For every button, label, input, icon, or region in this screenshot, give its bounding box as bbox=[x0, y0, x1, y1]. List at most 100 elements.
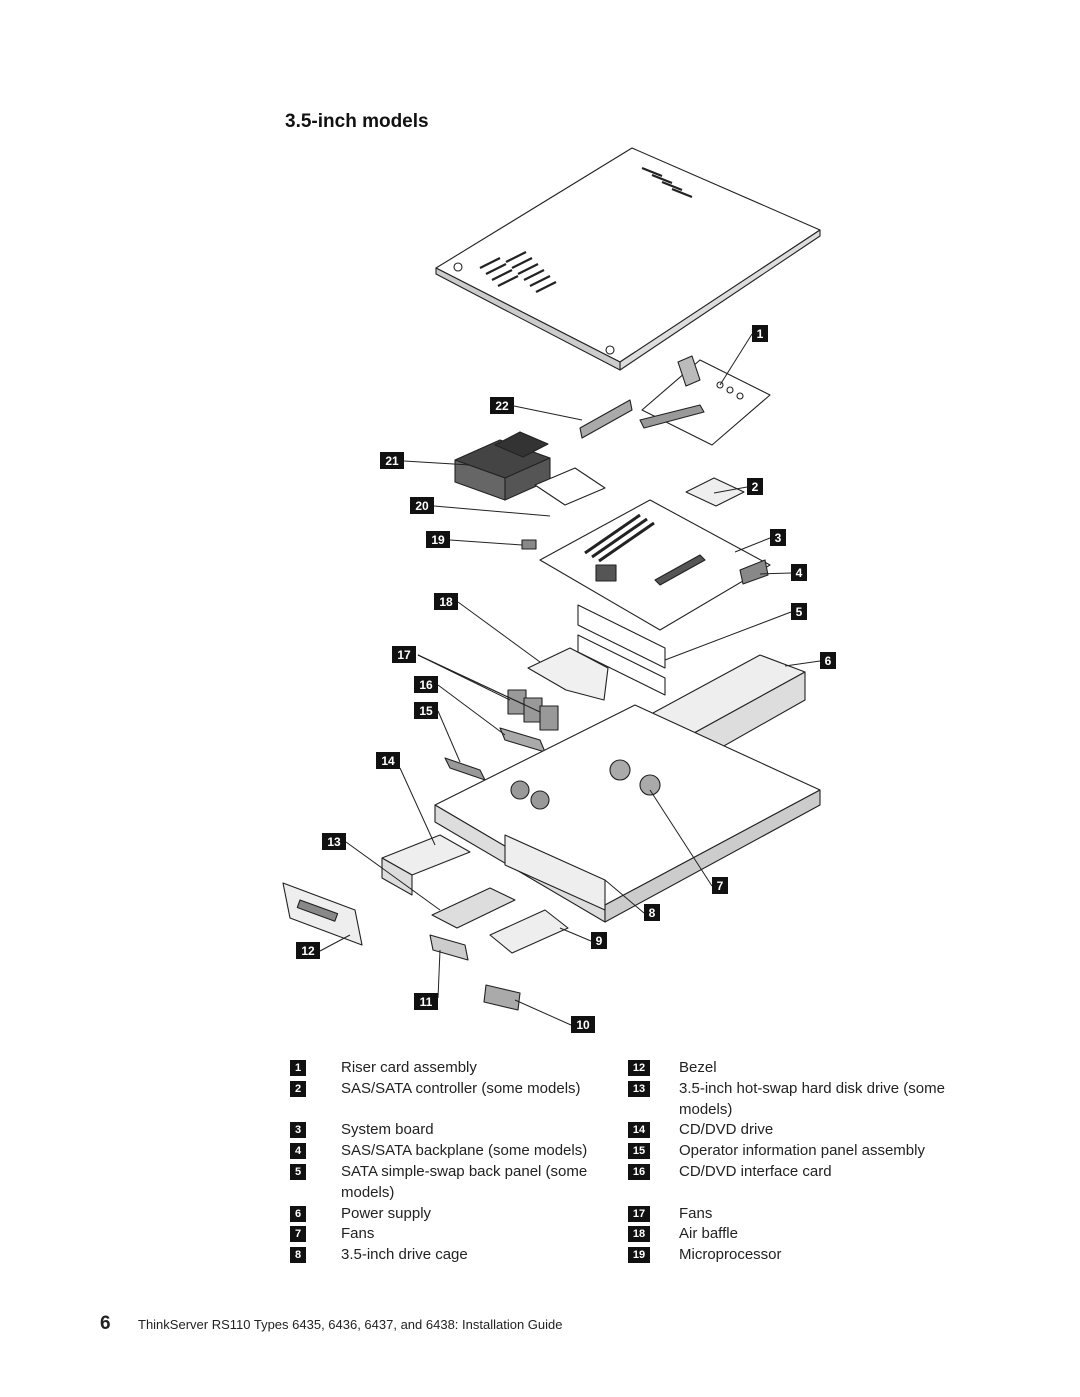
callout-15-label: 15 bbox=[419, 704, 433, 718]
legend-label: Fans bbox=[341, 1225, 375, 1243]
legend-item: 12 Bezel bbox=[628, 1058, 958, 1079]
callout-5 bbox=[791, 603, 807, 620]
callout-8 bbox=[644, 904, 660, 921]
callout-17 bbox=[392, 646, 416, 663]
callout-17-label: 17 bbox=[397, 648, 411, 662]
legend-number: 18 bbox=[628, 1226, 650, 1243]
legend-item: 18 Air baffle bbox=[628, 1224, 958, 1245]
legend-number: 19 bbox=[628, 1247, 650, 1264]
legend-item: 16 CD/DVD interface card bbox=[628, 1162, 958, 1183]
legend-number: 7 bbox=[290, 1226, 306, 1243]
legend-label: Fans bbox=[679, 1204, 713, 1222]
callout-11-label: 11 bbox=[420, 995, 433, 1009]
retention-bracket bbox=[534, 467, 606, 506]
legend-number: 4 bbox=[290, 1143, 306, 1160]
legend-number: 2 bbox=[290, 1080, 306, 1097]
hot-swap-hard-disk-drive bbox=[431, 887, 516, 929]
callout-20-label: 20 bbox=[415, 499, 429, 513]
callout-13-label: 13 bbox=[327, 835, 341, 849]
legend-label: Microprocessor bbox=[679, 1246, 782, 1264]
memory-module bbox=[579, 399, 633, 439]
legend-number: 12 bbox=[628, 1060, 650, 1076]
callout-3-label: 3 bbox=[775, 531, 782, 545]
page-footer: 6 ThinkServer RS110 Types 6435, 6436, 64… bbox=[100, 1313, 562, 1335]
callout-18 bbox=[434, 593, 458, 610]
callout-7 bbox=[712, 877, 728, 894]
operator-panel bbox=[444, 757, 486, 781]
bezel bbox=[282, 882, 363, 946]
callout-8-label: 8 bbox=[649, 906, 656, 920]
legend-column-right: 12 Bezel 13 3.5-inch hot-swap hard disk dr… bbox=[628, 1058, 958, 1266]
callout-18-label: 18 bbox=[439, 595, 453, 609]
callout-6 bbox=[820, 652, 836, 669]
legend-item: 13 3.5-inch hot-swap hard disk drive (som… bbox=[628, 1079, 958, 1121]
callout-19 bbox=[426, 531, 450, 548]
simple-swap-drive bbox=[489, 909, 569, 954]
chassis bbox=[434, 704, 821, 923]
footer-title: ThinkServer RS110 Types 6435, 6436, 6437… bbox=[138, 1317, 563, 1332]
legend-label: 3.5-inch hot-swap hard disk drive (some … bbox=[679, 1079, 945, 1118]
legend-label: CD/DVD interface card bbox=[679, 1162, 832, 1180]
callout-9 bbox=[591, 932, 607, 949]
callout-5-label: 5 bbox=[796, 605, 803, 619]
legend-label: CD/DVD drive bbox=[679, 1121, 774, 1139]
legend-number: 17 bbox=[628, 1205, 650, 1222]
filler-panel bbox=[483, 984, 521, 1011]
controller-card bbox=[685, 477, 745, 507]
leader-lines bbox=[319, 333, 821, 1026]
fan-assembly bbox=[507, 689, 559, 731]
legend-item: 6 Power supply bbox=[290, 1204, 620, 1225]
callout-4-label: 4 bbox=[796, 566, 803, 580]
legend-label: 3.5-inch drive cage bbox=[341, 1246, 468, 1264]
callout-22 bbox=[490, 397, 514, 414]
legend-number: 16 bbox=[628, 1163, 650, 1180]
legend-number: 13 bbox=[628, 1080, 650, 1097]
riser-card-assembly bbox=[639, 355, 771, 446]
callout-22-label: 22 bbox=[495, 399, 509, 413]
microprocessor bbox=[521, 539, 537, 550]
exploded-view-figure: 1 2 3 4 5 6 7 8 9 10 11 12 13 1 bbox=[270, 140, 836, 1040]
legend-label: Air baffle bbox=[679, 1225, 738, 1243]
callout-16 bbox=[414, 676, 438, 693]
legend-label: Operator information panel assembly bbox=[679, 1142, 925, 1160]
callout-16-label: 16 bbox=[419, 678, 433, 692]
callout-10-label: 10 bbox=[576, 1018, 590, 1032]
legend-number: 8 bbox=[290, 1247, 306, 1264]
legend-item: 17 Fans bbox=[628, 1204, 958, 1225]
callout-badges: 1 2 3 4 5 6 7 8 9 10 11 12 13 1 bbox=[296, 325, 836, 1033]
callout-1-label: 1 bbox=[757, 327, 764, 341]
callout-21-label: 21 bbox=[385, 454, 399, 468]
legend-item: 7 Fans bbox=[290, 1224, 620, 1245]
system-board bbox=[539, 499, 771, 631]
heat-sink bbox=[454, 431, 551, 501]
callout-12-label: 12 bbox=[301, 944, 315, 958]
callout-2-label: 2 bbox=[752, 480, 759, 494]
legend-number: 6 bbox=[290, 1205, 306, 1222]
legend-label: System board bbox=[341, 1121, 434, 1139]
legend-number: 1 bbox=[290, 1060, 306, 1076]
callout-14-label: 14 bbox=[381, 754, 395, 768]
callout-11 bbox=[414, 993, 438, 1010]
legend-number: 15 bbox=[628, 1143, 650, 1160]
callout-1 bbox=[752, 325, 768, 342]
legend-item: 2 SAS/SATA controller (some models) bbox=[290, 1079, 620, 1100]
legend-label: Bezel bbox=[679, 1059, 717, 1076]
callout-14 bbox=[376, 752, 400, 769]
callout-20 bbox=[410, 497, 434, 514]
legend-label: Power supply bbox=[341, 1204, 432, 1222]
section-title: 3.5-inch models bbox=[285, 111, 429, 132]
page-number: 6 bbox=[100, 1313, 111, 1334]
callout-12 bbox=[296, 942, 320, 959]
legend-label: SAS/SATA controller (some models) bbox=[341, 1079, 581, 1097]
callout-4 bbox=[791, 564, 807, 581]
callout-21 bbox=[380, 452, 404, 469]
callout-15 bbox=[414, 702, 438, 719]
legend-label: SATA simple-swap back panel (some models… bbox=[341, 1162, 588, 1201]
callout-7-label: 7 bbox=[717, 879, 724, 893]
callout-19-label: 19 bbox=[431, 533, 445, 547]
